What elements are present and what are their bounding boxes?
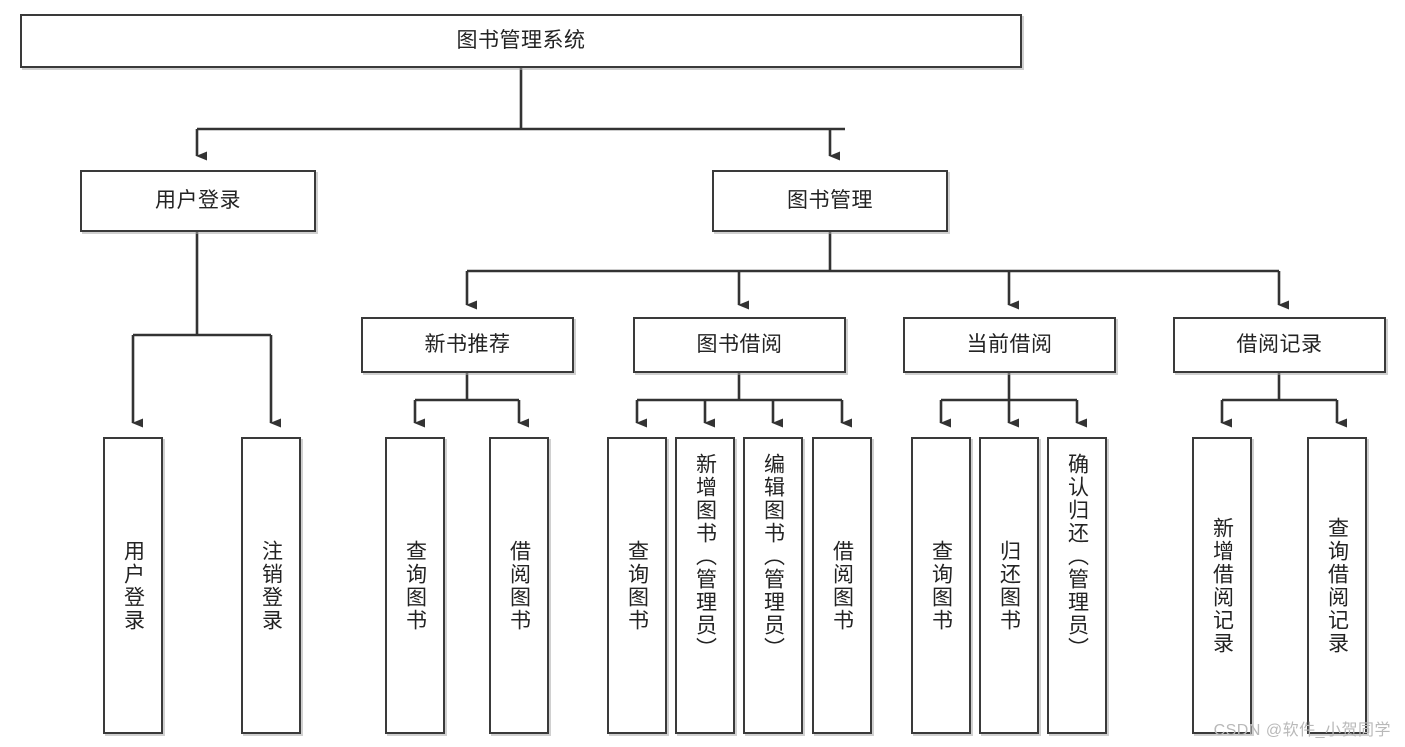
node-leaf-user-login-login[interactable]: 用户登录 [103,437,163,734]
node-leaf-new-book-borrow[interactable]: 借阅图书 [489,437,549,734]
node-leaf-current-borrow-confirm[interactable]: 确认归还（管理员） [1047,437,1107,734]
node-leaf-record-add[interactable]: 新增借阅记录 [1192,437,1252,734]
node-root-system[interactable]: 图书管理系统 [20,14,1022,68]
node-leaf-current-borrow-query-label: 查询图书 [929,539,953,632]
node-book-management[interactable]: 图书管理 [712,170,948,232]
node-leaf-book-borrow-query[interactable]: 查询图书 [607,437,667,734]
node-leaf-book-borrow-add[interactable]: 新增图书（管理员） [675,437,735,734]
node-leaf-current-borrow-return-label: 归还图书 [997,539,1021,632]
node-book-management-label: 图书管理 [787,189,873,213]
node-leaf-book-borrow-edit[interactable]: 编辑图书（管理员） [743,437,803,734]
node-leaf-new-book-query[interactable]: 查询图书 [385,437,445,734]
node-root-system-label: 图书管理系统 [456,29,586,53]
node-current-borrow-label: 当前借阅 [966,333,1053,357]
node-new-book-recommend-label: 新书推荐 [424,333,511,357]
node-leaf-user-login-logout-label: 注销登录 [259,539,283,632]
node-leaf-record-add-label: 新增借阅记录 [1210,516,1234,655]
node-leaf-book-borrow-query-label: 查询图书 [625,539,649,632]
node-book-borrow-label: 图书借阅 [696,333,783,357]
node-leaf-user-login-logout[interactable]: 注销登录 [241,437,301,734]
node-leaf-user-login-login-label: 用户登录 [121,539,145,632]
node-leaf-book-borrow-add-label: 新增图书（管理员） [693,453,717,660]
node-leaf-new-book-borrow-label: 借阅图书 [507,539,531,632]
node-leaf-current-borrow-query[interactable]: 查询图书 [911,437,971,734]
node-book-borrow[interactable]: 图书借阅 [633,317,846,373]
node-user-login[interactable]: 用户登录 [80,170,316,232]
node-leaf-current-borrow-confirm-label: 确认归还（管理员） [1065,453,1089,660]
node-leaf-record-query-label: 查询借阅记录 [1325,516,1349,655]
node-new-book-recommend[interactable]: 新书推荐 [361,317,574,373]
node-user-login-label: 用户登录 [155,189,241,213]
node-current-borrow[interactable]: 当前借阅 [903,317,1116,373]
node-leaf-record-query[interactable]: 查询借阅记录 [1307,437,1367,734]
node-leaf-book-borrow-borrow[interactable]: 借阅图书 [812,437,872,734]
node-leaf-book-borrow-edit-label: 编辑图书（管理员） [761,453,785,660]
node-leaf-current-borrow-return[interactable]: 归还图书 [979,437,1039,734]
node-borrow-record-label: 借阅记录 [1236,333,1323,357]
node-leaf-book-borrow-borrow-label: 借阅图书 [830,539,854,632]
node-leaf-new-book-query-label: 查询图书 [403,539,427,632]
node-borrow-record[interactable]: 借阅记录 [1173,317,1386,373]
csdn-watermark: CSDN @软件_小贺同学 [1213,722,1391,739]
